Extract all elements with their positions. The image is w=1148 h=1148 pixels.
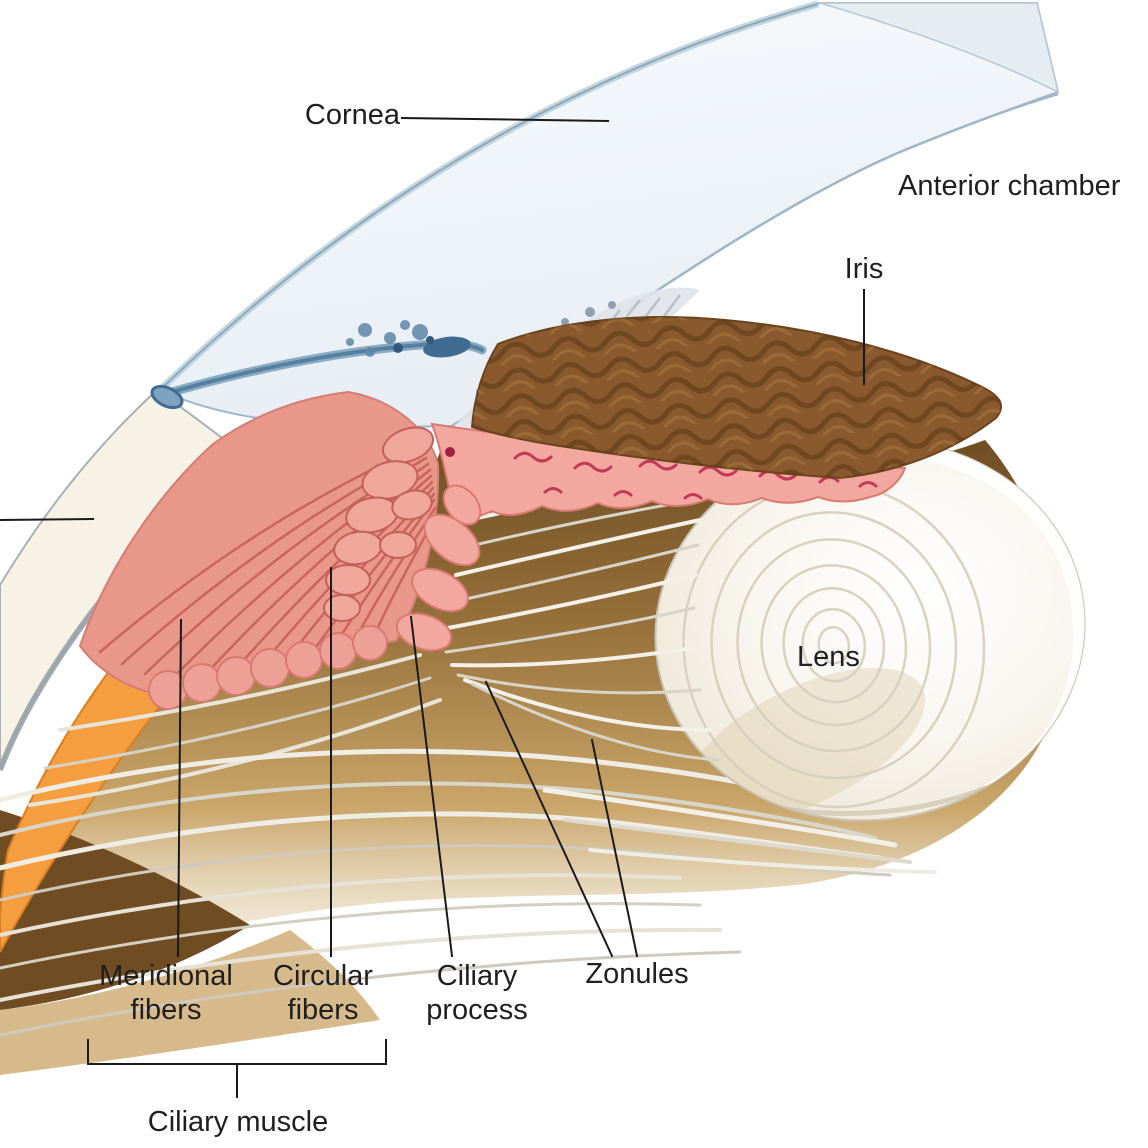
zonules-leader-line-2	[590, 738, 639, 958]
ciliary-muscle-shape	[78, 390, 440, 710]
iris-shape	[470, 316, 1003, 480]
circular-fibers-label: Circular fibers	[273, 960, 373, 1026]
ciliary-process-shape	[395, 422, 907, 652]
anterior-chamber-label: Anterior chamber	[898, 170, 1121, 202]
zonules-leader-line-1	[484, 680, 614, 958]
ciliary-process-leader-line	[409, 615, 454, 958]
sclera-leader-line	[0, 517, 95, 522]
meridional-fibers-label: Meridional fibers	[99, 960, 233, 1026]
limbus-vessels-shape	[150, 320, 487, 410]
iris-vessel-squiggles	[513, 451, 878, 500]
muscle-edge-scallops	[148, 625, 388, 710]
cornea-label: Cornea	[304, 99, 400, 131]
vessel-speckles	[346, 320, 428, 357]
iris-label: Iris	[844, 253, 884, 285]
zonules-label: Zonules	[585, 958, 689, 990]
meridional-fibers-leader-line	[176, 618, 183, 958]
ciliary-process-label: Ciliary process	[426, 960, 528, 1026]
lens-label: Lens	[797, 641, 860, 673]
circular-fibers-shape	[323, 426, 435, 622]
cornea-leader-line	[400, 116, 610, 123]
ciliary-muscle-label: Ciliary muscle	[147, 1106, 329, 1138]
leader-lines	[0, 116, 865, 1098]
